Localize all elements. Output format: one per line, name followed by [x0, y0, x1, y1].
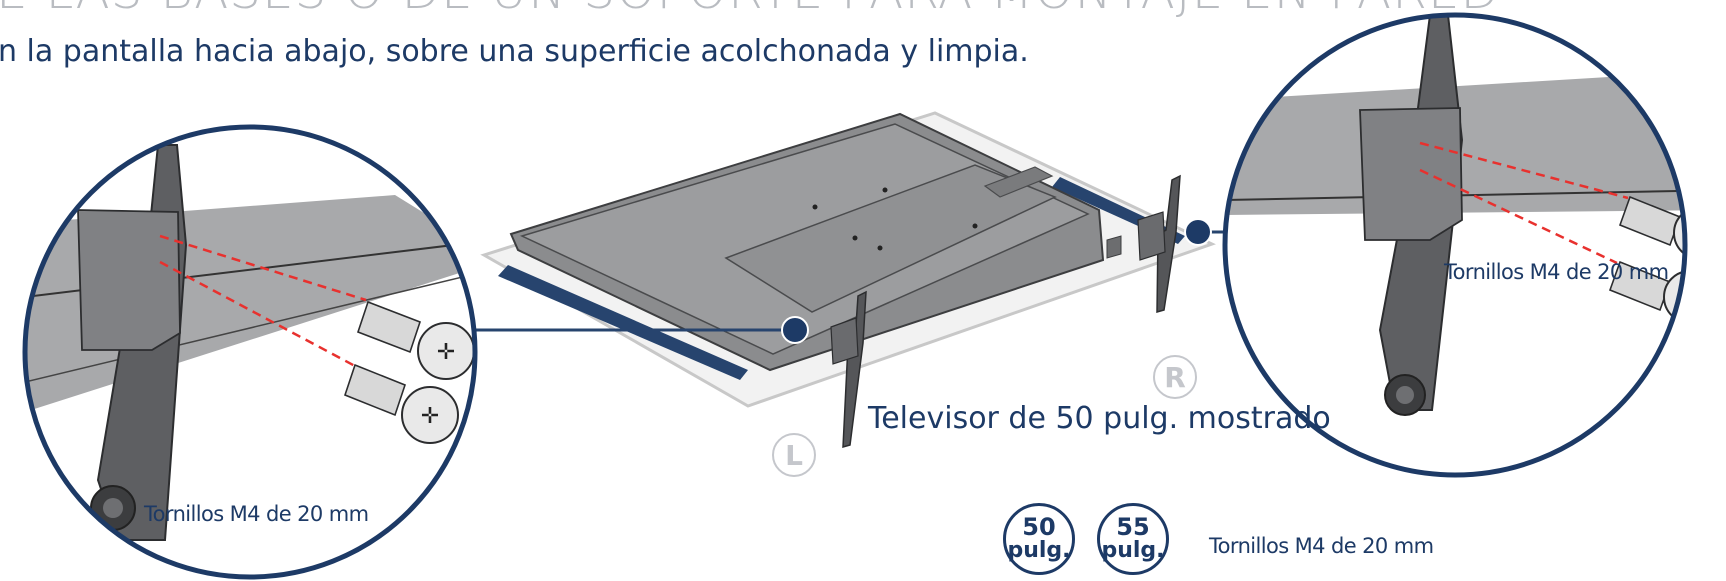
- size-badge-50: 50 pulg.: [1003, 503, 1075, 575]
- left-detail-circle: ✛ ✛: [25, 127, 475, 577]
- screw-3: [1618, 195, 1685, 260]
- right-side-marker: R: [1153, 355, 1197, 399]
- section-title: E LAS BASES O DE UN SOPORTE PARA MONTAJE…: [0, 0, 1500, 20]
- right-stand: [1137, 174, 1181, 313]
- size-badge-unit: pulg.: [1007, 538, 1071, 563]
- left-screw-caption: Tornillos M4 de 20 mm: [144, 502, 369, 526]
- screw-1: ✛: [356, 300, 475, 380]
- svg-text:✛: ✛: [421, 404, 439, 429]
- size-badge-number: 55: [1116, 513, 1150, 541]
- left-side-marker: L: [772, 433, 816, 477]
- size-screw-caption: Tornillos M4 de 20 mm: [1209, 534, 1434, 558]
- size-badge-unit: pulg.: [1101, 538, 1165, 563]
- illustration-caption: Televisor de 50 pulg. mostrado: [868, 401, 1331, 436]
- left-stand: [830, 290, 867, 449]
- right-detail-circle: [1225, 15, 1685, 475]
- instruction-text: n la pantalla hacia abajo, sobre una sup…: [0, 34, 1029, 69]
- right-screw-caption: Tornillos M4 de 20 mm: [1444, 260, 1669, 284]
- size-badge-number: 50: [1022, 513, 1056, 541]
- tv-back-panel: [509, 112, 1122, 372]
- size-badge-55: 55 pulg.: [1097, 503, 1169, 575]
- svg-text:✛: ✛: [437, 340, 455, 365]
- screw-2: ✛: [344, 363, 459, 444]
